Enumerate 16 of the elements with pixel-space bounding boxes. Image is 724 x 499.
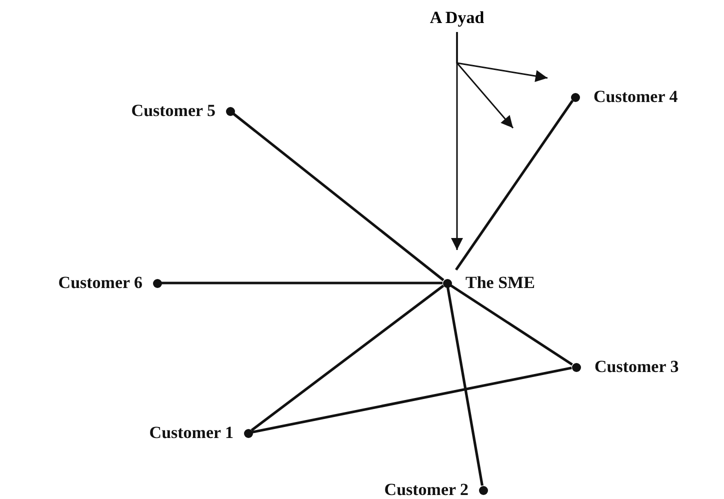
connector-line	[446, 287, 484, 486]
connector-line	[162, 282, 442, 284]
node-label: Customer 5	[131, 101, 216, 121]
connector-line	[455, 100, 574, 271]
node-label: Customer 3	[594, 357, 679, 377]
node-label: Customer 6	[58, 273, 142, 293]
connector-line	[232, 112, 444, 282]
connector-line	[250, 284, 444, 432]
connector-line	[252, 366, 572, 434]
diagram-heading: A Dyad	[417, 8, 497, 65]
node-label: Customer 1	[149, 423, 234, 443]
arrow	[451, 32, 463, 250]
node-label: Customer 2	[384, 480, 468, 499]
node-label: The SME	[466, 273, 535, 293]
connector-line	[450, 284, 573, 366]
node-label: Customer 4	[594, 87, 678, 107]
